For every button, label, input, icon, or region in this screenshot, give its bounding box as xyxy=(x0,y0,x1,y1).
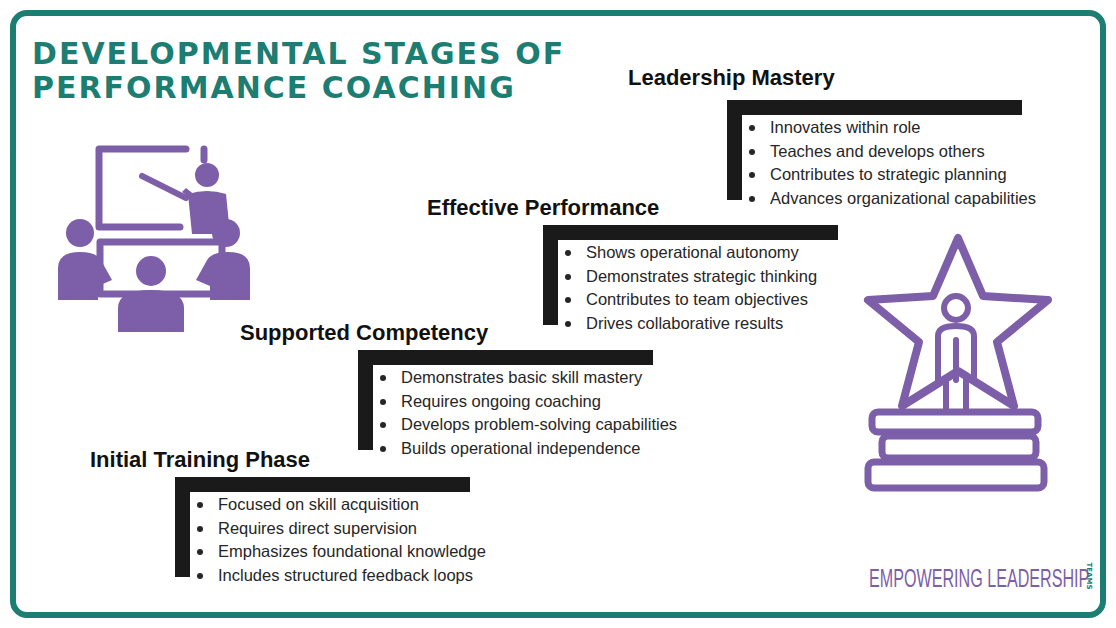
bracket-top xyxy=(358,350,653,365)
bullet-text: Innovates within role xyxy=(770,116,920,140)
bracket-side xyxy=(543,225,558,325)
figure-head xyxy=(944,296,968,320)
bullet-text: Builds operational independence xyxy=(401,437,640,461)
stage-heading: Leadership Mastery xyxy=(628,65,835,91)
achievement-icon xyxy=(868,238,1048,488)
bullet-dot xyxy=(380,422,386,428)
bullet-dot xyxy=(197,526,203,532)
book xyxy=(882,436,1036,458)
brand-logo: EMPOWERING LEADERSHIP xyxy=(869,563,1089,593)
stage-heading: Supported Competency xyxy=(240,320,488,346)
bracket-side xyxy=(175,477,190,577)
bracket-top xyxy=(543,225,838,240)
bracket-side xyxy=(358,350,373,450)
bullet-text: Drives collaborative results xyxy=(586,312,783,336)
stage-heading: Initial Training Phase xyxy=(90,447,310,473)
bullet-dot xyxy=(197,549,203,555)
bullet-dot xyxy=(197,573,203,579)
person-body xyxy=(118,290,184,332)
bullet-text: Advances organizational capabilities xyxy=(770,187,1036,211)
person-head xyxy=(212,219,240,247)
bullet-dot xyxy=(380,399,386,405)
bullet-text: Demonstrates basic skill mastery xyxy=(401,366,642,390)
bullet-text: Requires ongoing coaching xyxy=(401,390,601,414)
people-icon xyxy=(58,163,250,332)
bullet-text: Contributes to strategic planning xyxy=(770,163,1007,187)
figure-body xyxy=(938,326,974,410)
frame-border xyxy=(13,13,1103,615)
bullet-dot xyxy=(749,172,755,178)
bullet-text: Requires direct supervision xyxy=(218,517,417,541)
stage-heading: Effective Performance xyxy=(427,195,659,221)
brand-subtext: TEAMS xyxy=(1085,563,1093,590)
bullet-dot xyxy=(749,196,755,202)
bullet-text: Shows operational autonomy xyxy=(586,241,799,265)
bullet-dot xyxy=(565,297,571,303)
bullet-dot xyxy=(380,446,386,452)
pointer xyxy=(142,176,186,198)
bullet-dot xyxy=(749,149,755,155)
bullet-text: Focused on skill acquisition xyxy=(218,493,419,517)
presenter-head xyxy=(195,163,219,187)
bullet-text: Demonstrates strategic thinking xyxy=(586,265,817,289)
bracket-top xyxy=(727,100,1022,115)
book xyxy=(872,412,1038,432)
bracket-top xyxy=(175,477,470,492)
diagram-title: DEVELOPMENTAL STAGES OF PERFORMANCE COAC… xyxy=(32,37,632,105)
bullet-text: Develops problem-solving capabilities xyxy=(401,413,677,437)
bullet-text: Emphasizes foundational knowledge xyxy=(218,540,486,564)
bullet-dot xyxy=(565,250,571,256)
person-head xyxy=(136,256,166,286)
bracket-side xyxy=(727,100,742,200)
book xyxy=(868,462,1044,488)
bullet-text: Includes structured feedback loops xyxy=(218,564,473,588)
bullet-dot xyxy=(380,375,386,381)
bullet-dot xyxy=(749,125,755,131)
whiteboard xyxy=(99,149,186,227)
bullet-dot xyxy=(197,502,203,508)
person-body xyxy=(196,252,250,300)
bullet-dot xyxy=(565,274,571,280)
person-head xyxy=(66,219,94,247)
bullet-dot xyxy=(565,321,571,327)
bullet-text: Teaches and develops others xyxy=(770,140,985,164)
presenter-arm xyxy=(182,188,196,198)
whiteboard-edge xyxy=(201,149,208,160)
person-body xyxy=(58,252,112,300)
bullet-text: Contributes to team objectives xyxy=(586,288,808,312)
